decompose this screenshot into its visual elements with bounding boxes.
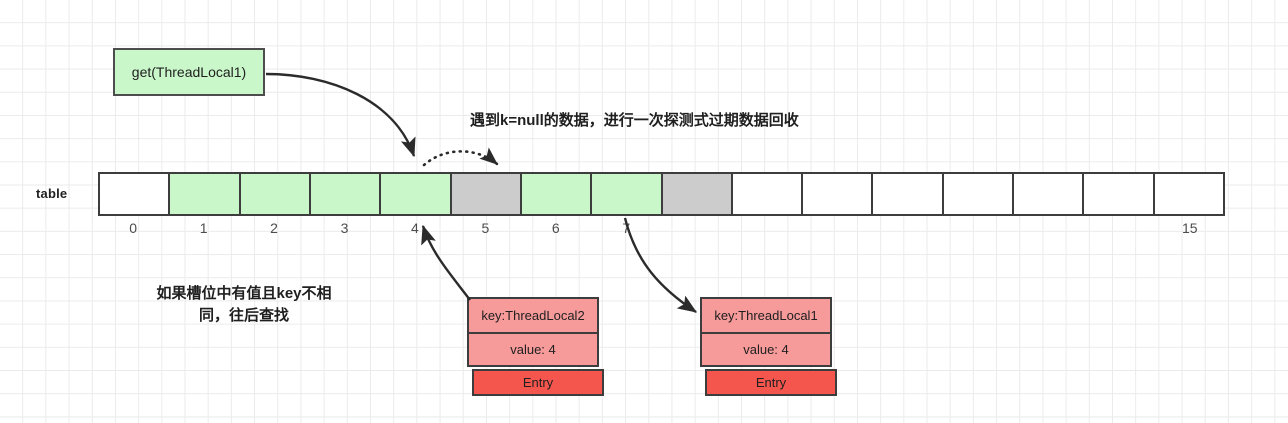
get-threadlocal-box[interactable]: get(ThreadLocal1) bbox=[113, 48, 265, 96]
entry-threadlocal1-key: key:ThreadLocal1 bbox=[700, 297, 832, 332]
entry-threadlocal1-title: Entry bbox=[705, 369, 837, 396]
table-cell-15[interactable] bbox=[1154, 174, 1223, 214]
table-cell-11[interactable] bbox=[873, 174, 944, 214]
table-cell-6[interactable] bbox=[521, 174, 593, 214]
table-index-label-7: 7 bbox=[622, 220, 631, 236]
table-strip bbox=[98, 172, 1225, 216]
annotation-linear-probe-line2: 同，往后查找 bbox=[198, 306, 289, 324]
annotation-linear-probe: 如果槽位中有值且key不相 同，往后查找 bbox=[113, 283, 375, 327]
entry-threadlocal1: key:ThreadLocal1 value: 4 Entry bbox=[700, 297, 837, 396]
table-cell-10[interactable] bbox=[803, 174, 874, 214]
table-index-row: 0 1 2 3 4 5 6 7 15 bbox=[98, 220, 1225, 240]
table-index-label-2: 2 bbox=[270, 220, 278, 236]
get-box-label: get(ThreadLocal1) bbox=[131, 64, 247, 80]
entry-threadlocal2-key: key:ThreadLocal2 bbox=[467, 297, 599, 332]
table-index-label-0: 0 bbox=[129, 220, 138, 236]
table-label: table bbox=[36, 186, 68, 201]
annotation-linear-probe-line1: 如果槽位中有值且key不相 bbox=[156, 285, 332, 302]
connector-get-to-slot4 bbox=[265, 72, 416, 158]
table-index-label-6: 6 bbox=[551, 220, 560, 236]
entry-threadlocal2-title: Entry bbox=[472, 369, 604, 396]
table-cell-2[interactable] bbox=[240, 174, 311, 214]
table-cell-9[interactable] bbox=[732, 174, 804, 214]
table-cell-3[interactable] bbox=[310, 174, 382, 214]
table-index-label-4: 4 bbox=[411, 220, 419, 236]
table-cell-0[interactable] bbox=[100, 174, 171, 214]
table-cell-5[interactable] bbox=[451, 174, 522, 214]
table-cell-14[interactable] bbox=[1084, 174, 1155, 214]
table-index-label-15: 15 bbox=[1181, 220, 1198, 236]
table-cell-8[interactable] bbox=[662, 174, 733, 214]
entry-threadlocal2-value: value: 4 bbox=[467, 332, 599, 367]
entry-threadlocal1-value: value: 4 bbox=[700, 332, 832, 367]
table-cell-1[interactable] bbox=[170, 174, 241, 214]
table-index-label-1: 1 bbox=[199, 220, 208, 236]
table-cell-13[interactable] bbox=[1014, 174, 1085, 214]
connector-slot4-to-slot5-probe bbox=[422, 147, 499, 167]
table-index-label-3: 3 bbox=[340, 220, 349, 236]
table-cell-4[interactable] bbox=[381, 174, 452, 214]
annotation-stale-cleanup: 遇到k=null的数据，进行一次探测式过期数据回收 bbox=[470, 112, 799, 129]
table-index-label-5: 5 bbox=[481, 220, 490, 236]
table-cell-7[interactable] bbox=[592, 174, 663, 214]
table-cell-12[interactable] bbox=[943, 174, 1015, 214]
entry-threadlocal2: key:ThreadLocal2 value: 4 Entry bbox=[467, 297, 604, 396]
